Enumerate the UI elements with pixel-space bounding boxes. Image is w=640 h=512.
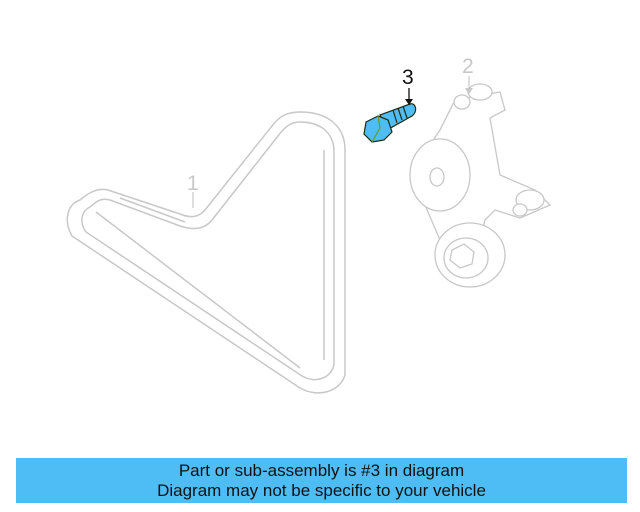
tensioner-part-2[interactable]	[409, 83, 552, 288]
banner-line-disclaimer: Diagram may not be specific to your vehi…	[157, 481, 486, 500]
bolt-part-3[interactable]	[363, 103, 417, 143]
belt-part-1[interactable]	[66, 111, 346, 394]
callout-1: 1	[187, 172, 199, 208]
banner-line-part-number: Part or sub-assembly is #3 in diagram	[178, 461, 465, 480]
parts-diagram: 1 2 3	[66, 55, 552, 394]
svg-text:3: 3	[402, 66, 414, 89]
svg-text:2: 2	[462, 55, 474, 78]
svg-text:1: 1	[187, 172, 199, 195]
info-banner: Part or sub-assembly is #3 in diagram Di…	[16, 458, 627, 503]
callout-2: 2	[462, 55, 474, 94]
callout-3: 3	[402, 66, 414, 105]
